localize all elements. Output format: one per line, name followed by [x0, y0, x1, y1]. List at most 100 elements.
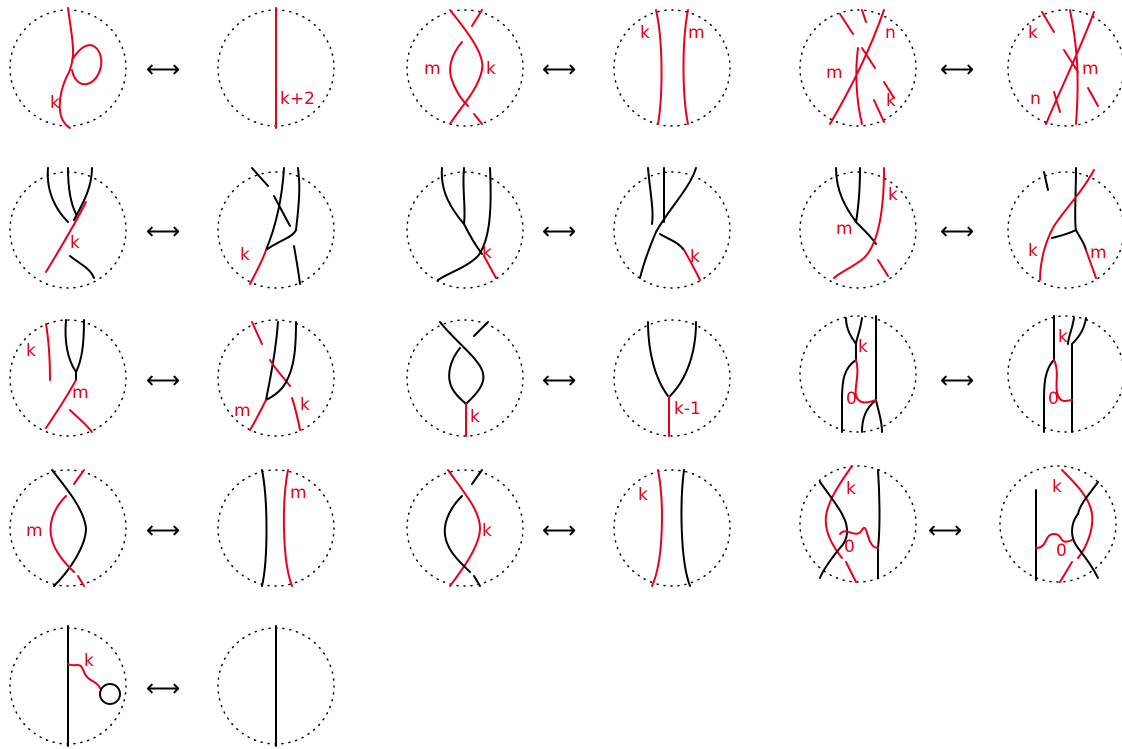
black-strand	[639, 167, 697, 279]
move-7-right: m k	[217, 319, 335, 437]
red-strand	[69, 409, 93, 433]
black-strand	[855, 221, 877, 245]
black-strand	[443, 495, 471, 573]
strand-label: k	[690, 247, 700, 267]
black-strand	[1071, 513, 1099, 579]
black-strand	[861, 399, 877, 433]
red-strand	[67, 663, 101, 689]
disc-outline	[406, 171, 524, 289]
move-9: k 0 ⟷ k 0	[799, 315, 1122, 433]
black-strand	[265, 321, 297, 401]
strand-label: n	[885, 23, 896, 43]
red-strand	[873, 99, 885, 123]
move-3: n m k ⟷ k m n	[799, 9, 1122, 127]
black-strand	[1067, 317, 1075, 345]
move-13-right	[217, 625, 335, 747]
disc-outline	[613, 319, 731, 437]
equivalence-arrow: ⟷	[940, 55, 974, 83]
move-6-right: k m	[1007, 167, 1122, 289]
red-strand	[249, 249, 267, 285]
strand-label: k	[84, 651, 94, 671]
black-strand	[463, 223, 483, 255]
move-10-right: m	[217, 469, 335, 587]
strand-label: k	[846, 479, 856, 499]
strand-label: 0	[844, 537, 855, 557]
move-9-left: k 0	[799, 315, 917, 433]
black-strand	[439, 321, 485, 405]
red-strand	[655, 9, 663, 125]
disc-outline	[9, 9, 127, 127]
disc-outline	[613, 469, 731, 587]
move-7: k m ⟷ m k	[9, 319, 335, 437]
black-strand	[462, 167, 466, 225]
strand-label: k	[858, 337, 868, 357]
move-7-left: k m	[9, 319, 127, 437]
move-8: k ⟷ k-1	[406, 319, 731, 437]
strand-label: 0	[846, 389, 857, 409]
equivalence-arrow: ⟷	[542, 516, 576, 544]
move-10-left: m	[9, 469, 127, 587]
disc-outline	[613, 9, 731, 127]
strand-label: k	[1052, 477, 1062, 497]
red-strand	[883, 81, 895, 99]
strand-label: k	[640, 23, 650, 43]
equivalence-arrow: ⟷	[146, 674, 180, 702]
move-13: k ⟷	[9, 625, 335, 747]
move-4: k ⟷ k	[9, 167, 335, 289]
move-5-right: k	[613, 167, 731, 289]
move-3-left: n m k	[799, 9, 917, 127]
strand-label: k	[1058, 327, 1068, 347]
black-strand	[473, 575, 481, 587]
equivalence-arrow: ⟷	[542, 55, 576, 83]
black-strand	[437, 167, 492, 281]
strand-label: n	[1030, 89, 1041, 109]
strand-label: 0	[1048, 389, 1059, 409]
strand-label: k	[486, 59, 496, 79]
equivalence-arrow: ⟷	[542, 217, 576, 245]
red-strand	[1087, 87, 1099, 107]
red-strand	[77, 575, 85, 587]
strand-label: k-1	[674, 399, 701, 419]
red-strand	[1085, 249, 1097, 279]
red-strand	[449, 9, 484, 125]
red-strand	[833, 167, 885, 279]
red-strand	[483, 255, 497, 279]
move-11-left: k	[406, 469, 524, 587]
strand-label: k	[482, 243, 492, 263]
move-12-right: k 0	[999, 465, 1117, 583]
strand-label: m	[26, 521, 43, 541]
red-strand	[473, 113, 483, 125]
disc-outline	[1007, 315, 1122, 433]
black-strand	[1077, 481, 1099, 515]
black-strand	[1043, 171, 1049, 191]
disc-outline	[406, 469, 524, 587]
red-strand	[854, 359, 877, 404]
strand-label: m	[1082, 59, 1099, 79]
strand-label: k	[470, 407, 480, 427]
equivalence-arrow: ⟷	[146, 516, 180, 544]
disc-outline	[999, 465, 1117, 583]
disc-outline	[406, 9, 524, 127]
black-strand	[659, 233, 685, 251]
red-strand	[877, 259, 889, 277]
red-strand	[1041, 11, 1055, 33]
disc-outline	[9, 319, 127, 437]
black-strand	[69, 255, 95, 279]
black-strand	[819, 513, 848, 579]
black-strand	[875, 399, 883, 433]
small-circle	[99, 683, 121, 705]
disc-outline	[217, 171, 335, 289]
black-strand	[73, 167, 93, 221]
move-11-right: k	[613, 469, 731, 587]
move-1-right: k+2	[217, 7, 335, 129]
black-strand	[64, 319, 77, 373]
move-1-left: k	[9, 7, 127, 129]
move-13-left: k	[9, 625, 127, 747]
move-12-left: k 0	[799, 465, 917, 583]
black-strand	[51, 469, 87, 587]
move-2-right: k m	[613, 9, 731, 127]
move-12: k 0 ⟷ k 0	[799, 465, 1117, 583]
black-strand	[265, 167, 285, 251]
black-strand	[819, 481, 843, 515]
red-strand	[1061, 469, 1094, 559]
